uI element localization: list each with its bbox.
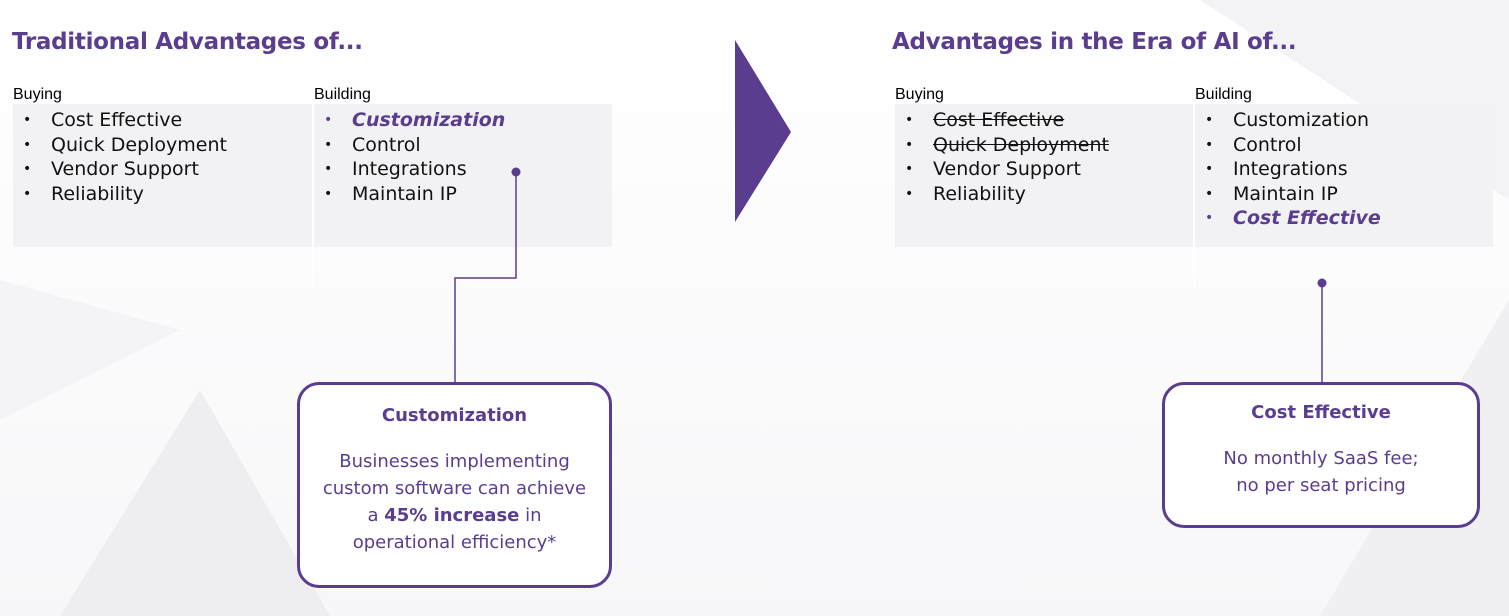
- list-item: Customization: [1205, 108, 1483, 133]
- right-buying-column: Buying Cost Effective Quick Deployment V…: [895, 86, 1193, 247]
- left-building-header: Building: [314, 86, 371, 103]
- left-callout-text: Businesses implementing custom software …: [322, 451, 587, 526]
- right-callout-line-2: no per seat pricing: [1236, 475, 1406, 496]
- left-building-cell: Customization Control Integrations Maint…: [314, 104, 612, 247]
- list-item: Maintain IP: [324, 182, 602, 207]
- list-item-highlighted: Cost Effective: [1205, 206, 1483, 231]
- right-table-divider: [1193, 86, 1195, 288]
- left-callout-emphasis: 45% increase: [384, 505, 520, 526]
- right-buying-cell: Cost Effective Quick Deployment Vendor S…: [895, 104, 1193, 247]
- connector-line: [454, 172, 517, 384]
- list-item: Integrations: [1205, 157, 1483, 182]
- list-item-struck: Quick Deployment: [905, 133, 1183, 158]
- right-heading: Advantages in the Era of AI of...: [892, 29, 1297, 55]
- right-buying-list: Cost Effective Quick Deployment Vendor S…: [905, 108, 1183, 206]
- chevron-right-icon: [735, 40, 791, 222]
- right-callout-line-1: No monthly SaaS fee;: [1223, 448, 1419, 469]
- left-buying-header: Buying: [13, 86, 62, 103]
- list-item-struck: Cost Effective: [905, 108, 1183, 133]
- right-building-list: Customization Control Integrations Maint…: [1205, 108, 1483, 231]
- left-table-divider: [312, 86, 314, 288]
- list-item: Cost Effective: [23, 108, 302, 133]
- right-buying-header: Buying: [895, 86, 944, 103]
- right-building-header: Building: [1195, 86, 1252, 103]
- right-callout: Cost Effective No monthly SaaS fee; no p…: [1162, 382, 1480, 528]
- list-item: Control: [1205, 133, 1483, 158]
- list-item: Maintain IP: [1205, 182, 1483, 207]
- right-building-cell: Customization Control Integrations Maint…: [1195, 104, 1493, 247]
- left-heading: Traditional Advantages of...: [12, 29, 363, 55]
- left-buying-list: Cost Effective Quick Deployment Vendor S…: [23, 108, 302, 206]
- list-item: Control: [324, 133, 602, 158]
- list-item-highlighted: Customization: [324, 108, 602, 133]
- left-building-column: Building Customization Control Integrati…: [314, 86, 612, 247]
- list-item: Vendor Support: [905, 157, 1183, 182]
- list-item: Quick Deployment: [23, 133, 302, 158]
- left-callout-text: in operational efficiency*: [352, 505, 557, 553]
- left-callout-body: Businesses implementing custom software …: [300, 448, 609, 556]
- left-building-list: Customization Control Integrations Maint…: [324, 108, 602, 206]
- left-buying-cell: Cost Effective Quick Deployment Vendor S…: [13, 104, 312, 247]
- left-buying-column: Buying Cost Effective Quick Deployment V…: [13, 86, 312, 247]
- left-callout: Customization Businesses implementing cu…: [297, 382, 612, 588]
- list-item: Integrations: [324, 157, 602, 182]
- right-callout-title: Cost Effective: [1251, 402, 1391, 423]
- right-building-column: Building Customization Control Integrati…: [1195, 86, 1493, 247]
- list-item: Vendor Support: [23, 157, 302, 182]
- list-item: Reliability: [905, 182, 1183, 207]
- left-callout-title: Customization: [381, 405, 528, 426]
- list-item: Reliability: [23, 182, 302, 207]
